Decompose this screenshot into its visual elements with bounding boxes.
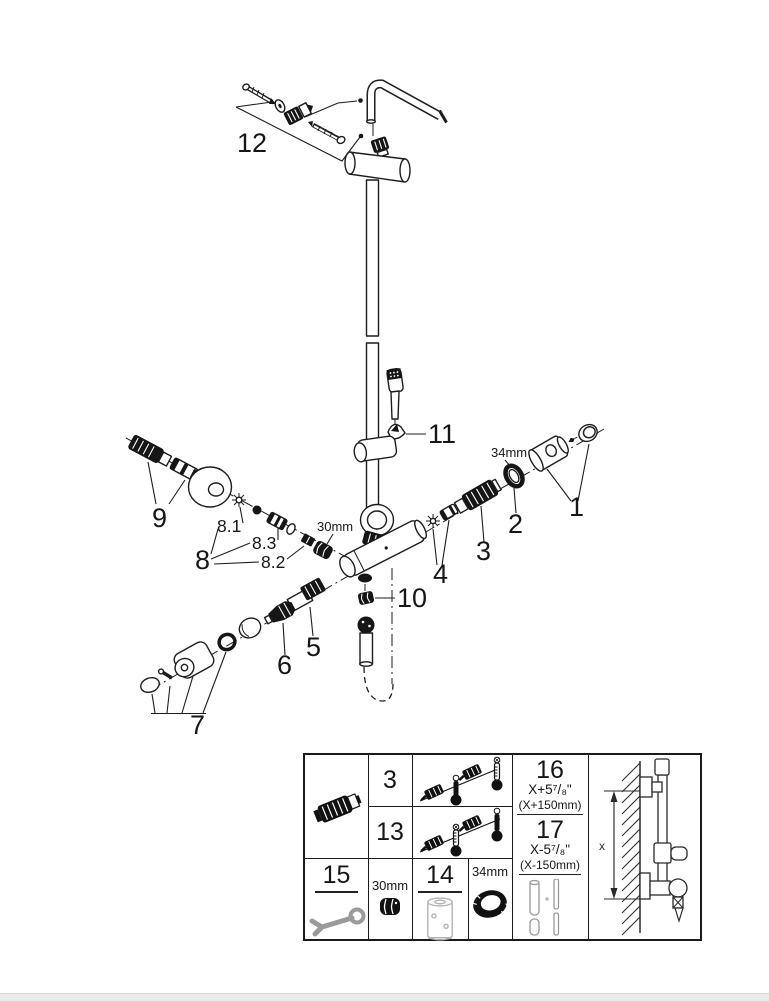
part1-wall-union: 1 <box>528 423 598 522</box>
hand-shower <box>386 367 404 426</box>
callout-4: 4 <box>433 559 448 589</box>
part4-group: 4 <box>426 503 459 589</box>
shower-arm <box>366 79 448 124</box>
nut-30mm-icon <box>380 898 400 915</box>
callout-1: 1 <box>569 492 584 522</box>
shower-pipe <box>365 179 380 337</box>
cap <box>578 423 598 443</box>
callout-11: 11 <box>428 419 456 449</box>
cell-tool-14: 14 <box>412 858 468 942</box>
item-17-inch: X-5⁷/₈" <box>529 842 571 857</box>
nut-30mm <box>313 541 333 559</box>
callout-5: 5 <box>306 632 321 662</box>
ring-34mm-label: 34mm <box>471 864 509 879</box>
slide-rail <box>365 342 380 510</box>
check-valve-icon <box>312 792 362 822</box>
inlet-thermometer-icon <box>419 756 502 805</box>
callout-6: 6 <box>277 650 292 680</box>
part12-fixing-set: 12 <box>235 83 364 162</box>
callout-8-1: 8.1 <box>217 516 241 536</box>
item-17-label: 17 <box>536 816 564 844</box>
thermometer-solid-icon <box>491 807 502 842</box>
callout-8-2: 8.2 <box>261 552 285 572</box>
tool-14-label: 14 <box>418 861 462 893</box>
part9-group: 9 <box>128 435 233 533</box>
cell-item-13: 13 <box>368 806 412 858</box>
center-lines <box>125 124 605 691</box>
cell-item-3: 3 <box>368 755 412 806</box>
wall-tee <box>344 136 411 183</box>
cell-tool-15: 15 <box>305 858 368 942</box>
item-16-mm: (X+150mm) <box>517 798 583 815</box>
callout-8-3: 8.3 <box>252 533 276 553</box>
cell-nut-30mm: 30mm <box>368 858 412 939</box>
rail-holder: 11 <box>353 419 456 463</box>
mounting-sleeve-icon <box>427 897 453 941</box>
item-17-mm: (X-150mm) <box>518 858 581 875</box>
callout-7: 7 <box>190 710 205 740</box>
cell-inlet-config-13 <box>412 806 512 858</box>
nut-30mm-label: 30mm <box>371 878 409 893</box>
part10-hose-nut: 10 <box>357 583 427 613</box>
cell-wall-diagram: x <box>588 755 700 939</box>
dim-34mm: 34mm <box>491 445 527 460</box>
valve-body <box>339 519 428 578</box>
thermometer-scale-icon <box>450 823 461 857</box>
cell-ring-34mm: 34mm <box>468 858 512 945</box>
page-bottom-strip <box>0 993 769 1001</box>
tool-15-label: 15 <box>314 861 359 893</box>
cell-inlet-config-3 <box>412 755 512 806</box>
item-16-label: 16 <box>536 756 564 784</box>
callout-12: 12 <box>237 128 267 158</box>
ring-nut-34mm-icon <box>473 890 510 918</box>
rail-tubes-icon <box>529 879 560 936</box>
star-washer <box>232 493 246 507</box>
item-13-label: 13 <box>376 817 404 846</box>
callout-3: 3 <box>476 536 491 566</box>
washer <box>274 99 286 113</box>
dimension-x: x <box>599 790 640 900</box>
thermometer-solid-icon <box>450 774 461 805</box>
wall-mount-diagram: x <box>599 758 688 936</box>
shower-hose <box>357 616 394 702</box>
part6-seat: 6 <box>263 601 296 680</box>
valve-outlet <box>358 573 372 583</box>
callout-9: 9 <box>152 503 167 533</box>
callout-10: 10 <box>397 583 427 613</box>
part5-cartridge: 5 <box>286 577 326 662</box>
cell-check-valve <box>305 755 368 858</box>
dim-30mm: 30mm <box>317 519 353 534</box>
part3-union: 3 <box>453 478 502 566</box>
cell-dimensions: 16 X+5⁷/₈" (X+150mm) 17 X-5⁷/₈" (X-150mm… <box>512 755 588 939</box>
part8-group: 8.1 8.3 8.2 8 30mm <box>195 493 353 575</box>
thermometer-scale-icon <box>491 756 502 790</box>
callout-2: 2 <box>508 509 523 539</box>
dimension-x-label: x <box>599 839 605 853</box>
callout-8: 8 <box>195 545 210 575</box>
gland <box>283 102 314 125</box>
part2-ring: 2 34mm <box>491 445 527 539</box>
item-16-inch: X+5⁷/₈" <box>528 782 572 797</box>
item-3-label: 3 <box>383 766 397 794</box>
part7-handle-group: 7 <box>140 617 262 740</box>
inlet-thermometer-icon <box>419 807 502 857</box>
wrench-icon <box>309 907 365 937</box>
parts-table: 3 13 <box>303 753 702 941</box>
